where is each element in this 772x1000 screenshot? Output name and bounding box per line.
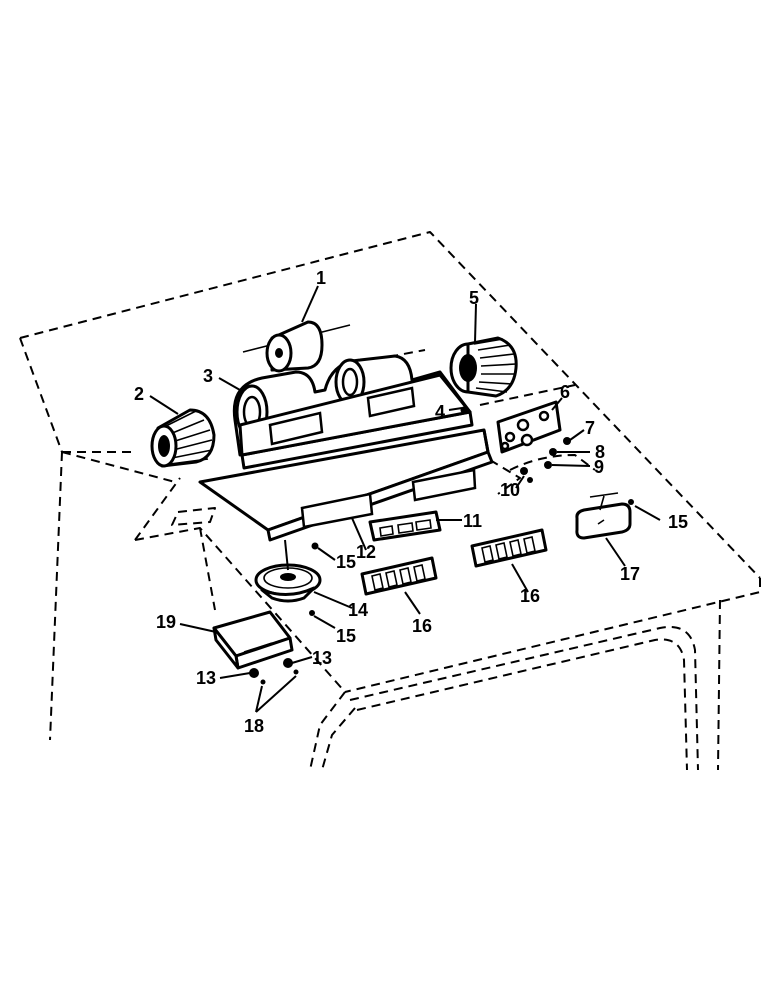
speaker [254,563,322,603]
control-plate [496,400,562,454]
heater-housing-plate [198,428,494,542]
callout-15-right: 15 [668,512,688,532]
callout-12: 12 [356,542,376,562]
hardware-set [520,437,571,483]
radio-knobs [249,658,299,685]
radio-unit [212,610,294,670]
leader-lines [149,285,661,713]
callout-8: 8 [595,442,605,462]
blower-wheel-right [449,336,518,398]
callout-13-right: 13 [312,648,332,668]
cab-outline [19,231,761,771]
callout-16-right: 16 [520,586,540,606]
callout-15-bottom: 15 [336,626,356,646]
control-panel [368,510,442,542]
callout-2: 2 [134,384,144,404]
callout-15-top: 15 [336,552,356,572]
air-vent-right [470,528,548,568]
callout-11: 11 [463,511,482,531]
rear-view-mirror [575,492,632,540]
callout-18: 18 [244,716,264,736]
callout-13-left: 13 [196,668,216,688]
callout-19: 19 [156,612,176,632]
blower-motor [242,320,351,373]
callout-6: 6 [560,382,570,402]
callout-14: 14 [348,600,368,620]
callout-5: 5 [469,288,479,308]
callout-1: 1 [316,268,326,288]
callout-labels: 1 2 3 4 5 6 7 8 9 10 11 12 13 13 14 15 1… [134,268,688,736]
blower-housing [232,354,474,470]
screw-4 [460,406,468,414]
callout-7: 7 [585,418,595,438]
callout-10: 10 [500,480,520,500]
callout-9: 9 [594,457,604,477]
screws-15 [309,499,634,616]
callout-16-left: 16 [412,616,432,636]
callout-3: 3 [203,366,213,386]
callout-17: 17 [620,564,640,584]
blower-wheel-left [150,408,216,468]
air-vent-left [360,556,438,596]
callout-4: 4 [435,402,445,422]
